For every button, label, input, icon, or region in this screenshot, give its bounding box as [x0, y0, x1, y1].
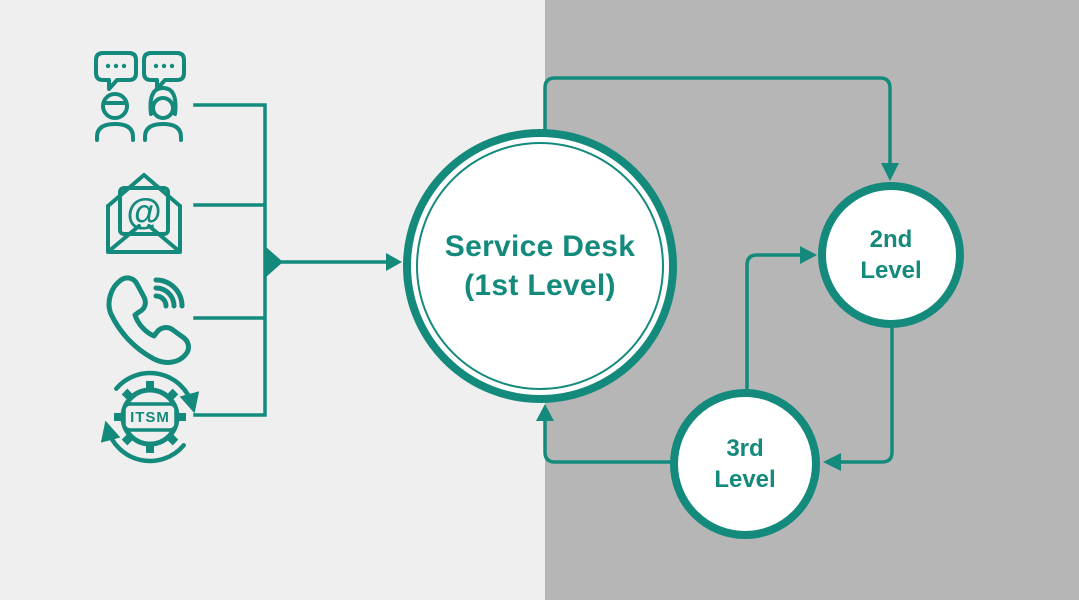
- second-level-label-line1: 2nd: [869, 225, 913, 253]
- cycle-arrow-bottom: [100, 420, 186, 464]
- envelope-body: [106, 204, 182, 254]
- third-level-label: 3rd Level: [714, 433, 775, 495]
- itsm-label: ITSM: [130, 409, 170, 426]
- man-head: [101, 92, 129, 120]
- cycle-arrow-top: [114, 370, 200, 414]
- flow-3rd-to-servicedesk: [543, 420, 673, 464]
- speech-bubble-right: [142, 51, 186, 91]
- second-level-label: 2nd Level: [860, 224, 921, 286]
- at-symbol: @: [126, 191, 161, 232]
- service-desk-label-line1: Service Desk: [444, 230, 636, 263]
- woman-hair: [148, 86, 178, 116]
- woman-head: [151, 96, 175, 120]
- itsm-label-plate: [122, 402, 178, 432]
- arrowhead-into-servicedesk-left: [386, 253, 402, 271]
- arrowhead-into-2nd-left: [800, 246, 817, 264]
- service-desk-node: Service Desk (1st Level): [403, 129, 677, 403]
- arrowhead-into-servicedesk-bottom: [536, 404, 554, 421]
- signal-arc-medium: [153, 285, 177, 309]
- signal-arc-small: [153, 293, 169, 309]
- arrowhead-into-3rd-right: [823, 453, 841, 471]
- flow-servicedesk-to-2nd: [543, 76, 892, 166]
- gear-teeth: [114, 381, 186, 453]
- woman-shoulders: [143, 122, 183, 142]
- man-shoulders: [95, 122, 135, 142]
- handset: [106, 275, 191, 365]
- email-icon: @: [106, 173, 182, 254]
- third-level-label-line1: 3rd: [726, 434, 764, 462]
- second-level-label-line2: Level: [860, 257, 922, 284]
- service-desk-label: Service Desk (1st Level): [445, 227, 635, 305]
- channel-itsm: ITSM: [95, 363, 205, 473]
- service-desk-label-line2: (1st Level): [464, 269, 616, 302]
- letter: [118, 186, 170, 236]
- flow-3rd-to-2nd: [745, 253, 803, 393]
- channel-junction-triangle: [266, 247, 283, 277]
- envelope-folds: [107, 224, 181, 253]
- chat-users-icon: [94, 51, 186, 142]
- second-level-node: 2nd Level: [818, 182, 964, 328]
- channel-email: @: [96, 162, 192, 258]
- phone-icon: [106, 275, 191, 365]
- third-level-node: 3rd Level: [670, 389, 820, 539]
- third-level-label-line2: Level: [714, 466, 776, 493]
- arrowhead-into-2nd-top: [881, 163, 899, 181]
- channel-chat: [92, 50, 192, 142]
- channel-connector-lines: [193, 103, 388, 417]
- signal-arc-large: [153, 277, 185, 309]
- channel-phone: [94, 272, 194, 368]
- itsm-icon: ITSM: [100, 370, 200, 464]
- speech-bubble-left: [94, 51, 138, 91]
- flow-2nd-to-3rd: [839, 325, 894, 464]
